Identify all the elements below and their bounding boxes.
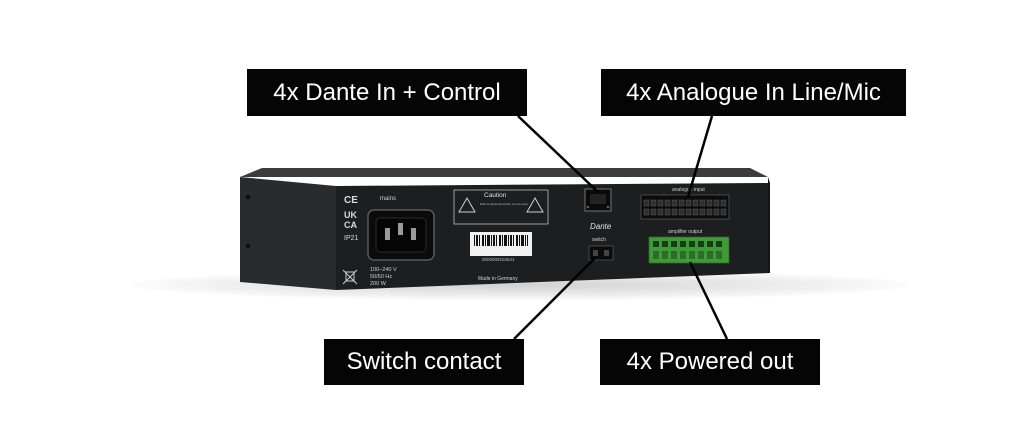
- analogue-input-terminal-block: [640, 194, 730, 220]
- callout-analogue-in: 4x Analogue In Line/Mic: [601, 69, 906, 116]
- switch-label: switch: [592, 237, 606, 243]
- analogue-input-pins: [643, 199, 727, 216]
- uk-mark: UK: [344, 210, 357, 220]
- power-spec-voltage: 100–240 V: [370, 267, 397, 273]
- dante-led-right: [606, 205, 610, 209]
- weee-icon: [342, 269, 358, 285]
- mains-pin-left: [385, 228, 390, 240]
- mains-pin-right: [411, 228, 416, 240]
- barcode-number: 0000000104541: [482, 257, 515, 262]
- callout-powered-out: 4x Powered out: [600, 339, 820, 385]
- amplifier-output-screws: [653, 241, 722, 247]
- chassis-left-side: [240, 177, 336, 290]
- warning-triangle-icon-right: [526, 196, 544, 213]
- amplifier-output-terminal-block: [648, 236, 730, 264]
- side-screw-2: [245, 243, 251, 249]
- chassis-top: [240, 168, 768, 177]
- callout-switch-contact: Switch contact: [324, 339, 524, 385]
- amplifier-output-sockets: [653, 251, 722, 259]
- chassis-right-edge: [768, 177, 770, 273]
- caution-text: Risk of electrical shock, do not open: [480, 202, 528, 206]
- caution-title: Caution: [484, 192, 507, 199]
- callout-dante-in-control: 4x Dante In + Control: [247, 69, 527, 116]
- caution-label: [453, 189, 549, 225]
- mains-label: mains: [380, 196, 396, 202]
- side-screw-1: [245, 194, 251, 200]
- ca-mark: CA: [344, 220, 357, 230]
- dante-led-left: [586, 205, 590, 209]
- ip-rating: IP21: [344, 235, 359, 242]
- switch-pin-1: [593, 250, 598, 256]
- analogue-input-label: analogue input: [672, 187, 705, 193]
- switch-pin-2: [604, 250, 609, 256]
- dante-rj45-jack: [590, 194, 606, 204]
- barcode: [474, 235, 528, 246]
- switch-terminal-block: [588, 245, 614, 261]
- ce-mark: CE: [344, 195, 358, 206]
- made-in-label: Made in Germany: [478, 276, 518, 282]
- power-spec-wattage: 200 W: [370, 281, 387, 287]
- dante-logo: Dante: [590, 222, 612, 231]
- power-spec-frequency: 50/60 Hz: [370, 274, 392, 280]
- mains-pin-center: [398, 223, 403, 235]
- amplifier-output-label: amplifier output: [668, 229, 703, 235]
- warning-triangle-icon-left: [458, 196, 476, 213]
